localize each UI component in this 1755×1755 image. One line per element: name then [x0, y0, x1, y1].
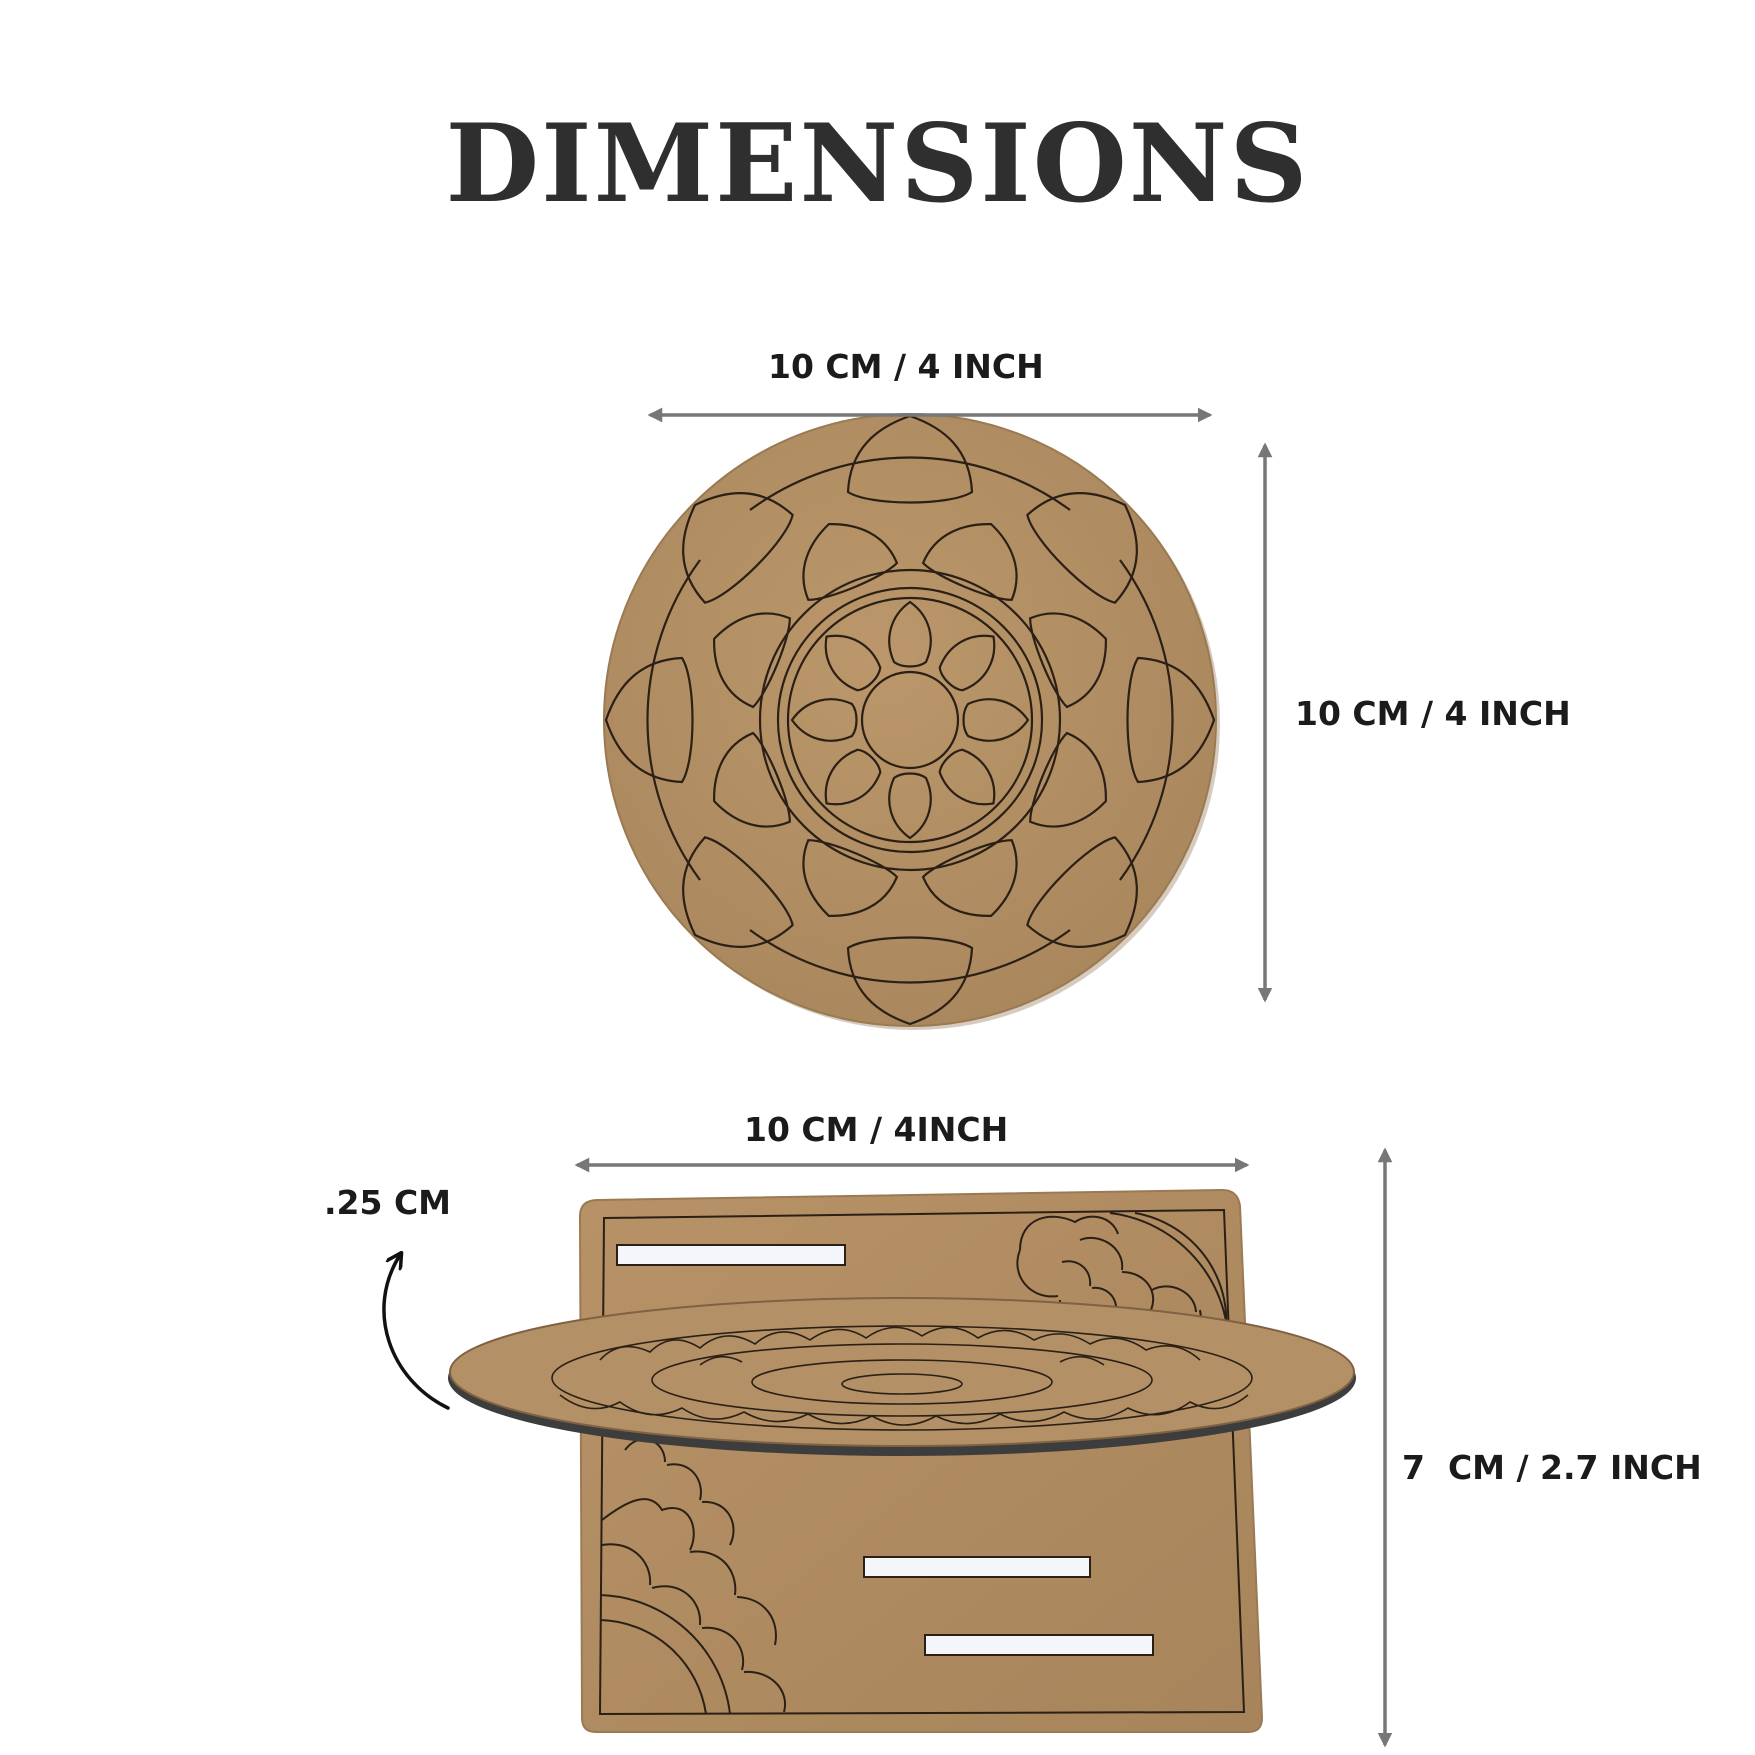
page-title: DIMENSIONS	[445, 101, 1310, 227]
slot-top-left	[616, 1244, 846, 1266]
top-height-label: 10 CM / 4 INCH	[1295, 694, 1571, 733]
top-disc-group	[603, 407, 1273, 1030]
corner-mandala-bottom-left	[599, 1438, 787, 1715]
top-width-label: 10 CM / 4 INCH	[768, 347, 1044, 386]
back-board	[578, 1188, 1264, 1733]
mandala-line-art	[604, 414, 1216, 1026]
stand-group	[382, 1147, 1393, 1748]
slot-bottom	[924, 1634, 1154, 1656]
curved-arrow-icon	[382, 1255, 450, 1410]
stand-height-label: 7 CM / 2.7 INCH	[1402, 1448, 1702, 1487]
board-border-line	[598, 1208, 1246, 1716]
disc-mandala-perspective	[551, 1325, 1253, 1431]
disc-top-face	[449, 1297, 1355, 1447]
stand-width-label: 10 CM / 4INCH	[744, 1110, 1009, 1149]
slot-middle	[863, 1556, 1091, 1578]
thickness-label: .25 CM	[324, 1183, 452, 1222]
